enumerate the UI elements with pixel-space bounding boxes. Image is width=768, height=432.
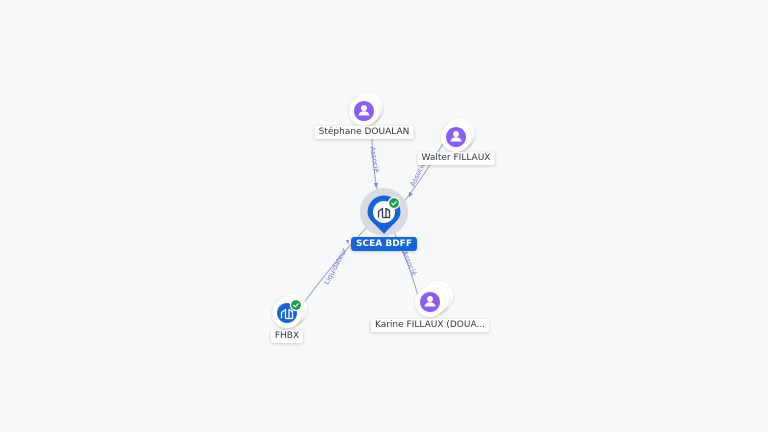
- edge-karine: [392, 229, 419, 297]
- building-icon: [377, 207, 391, 219]
- label-fhbx: FHBX: [270, 330, 304, 343]
- node-stephane[interactable]: [349, 92, 383, 126]
- arrow-walter: [409, 192, 413, 197]
- arrow-fhbx: [346, 240, 349, 244]
- edge-label-karine: Associé: [400, 250, 418, 277]
- node-center[interactable]: [360, 188, 408, 236]
- node-walter[interactable]: [441, 118, 475, 152]
- label-stephane: Stéphane DOUALAN: [314, 126, 414, 139]
- check-icon: [293, 303, 299, 308]
- node-karine[interactable]: [415, 281, 453, 317]
- building-icon: [280, 308, 294, 320]
- verified-badge: [289, 298, 303, 312]
- person-icon: [424, 296, 436, 307]
- node-fhbx[interactable]: [272, 294, 307, 328]
- label-walter: Walter FILLAUX: [417, 152, 495, 165]
- verified-badge: [387, 196, 401, 210]
- label-center: SCEA BDFF: [351, 237, 417, 251]
- check-icon: [391, 201, 397, 206]
- label-karine: Karine FILLAUX (DOUA...: [370, 319, 490, 332]
- edge-fhbx: [299, 223, 371, 309]
- edge-label-fhbx: Liquidateur: [323, 247, 349, 286]
- person-icon: [450, 131, 462, 142]
- arrow-stephane: [374, 183, 378, 188]
- person-icon: [358, 105, 370, 116]
- edge-label-stephane: Associé: [368, 146, 380, 173]
